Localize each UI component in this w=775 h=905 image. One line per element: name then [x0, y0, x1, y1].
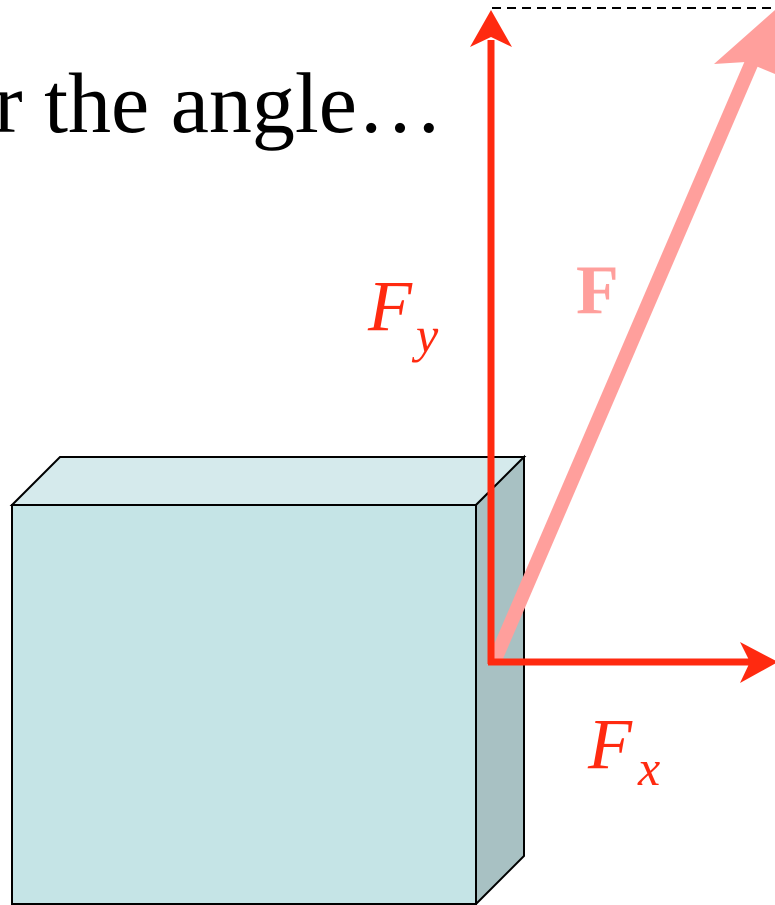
- fx-label: F: [587, 704, 633, 784]
- fy-label-subscript: y: [411, 307, 439, 363]
- block-front-face: [11, 504, 477, 905]
- force-label: F: [576, 252, 619, 329]
- fy-label-main: F: [367, 266, 413, 346]
- fx-label-subscript: x: [637, 740, 660, 796]
- caption-text: r the angle…: [0, 55, 443, 151]
- fx-component-arrow: [488, 642, 775, 683]
- block-top-face: [9, 456, 527, 506]
- block-side-face: [475, 454, 525, 905]
- fy-label: F: [367, 266, 413, 346]
- fx-label-main: F: [587, 704, 633, 784]
- block: [9, 454, 527, 905]
- resultant-force-arrow: [487, 10, 775, 665]
- fy-component-arrow: [470, 10, 512, 664]
